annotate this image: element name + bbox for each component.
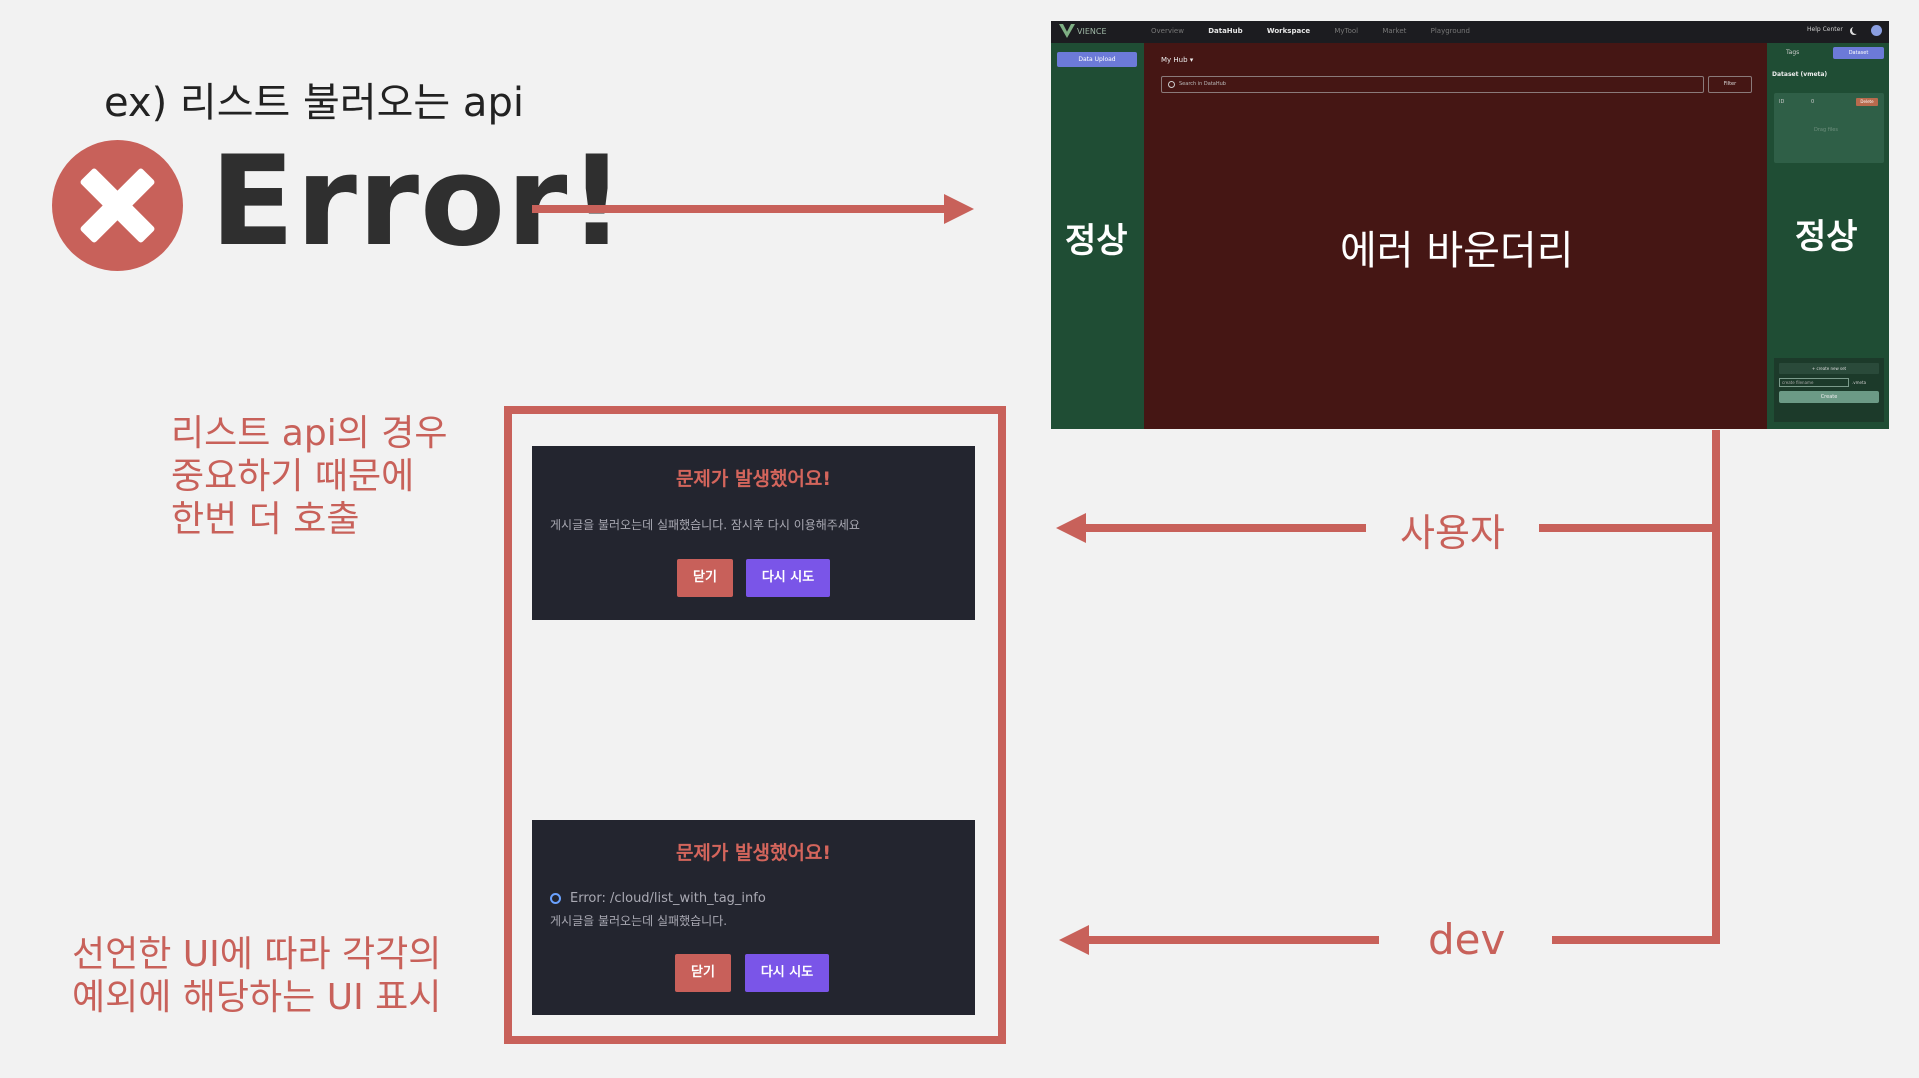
dev-label: dev [1428,915,1506,964]
retry-note: 리스트 api의 경우 중요하기 때문에 한번 더 호출 [171,412,448,541]
user-label: 사용자 [1400,511,1505,555]
app-topbar [1051,21,1889,43]
dataset-title: Dataset (vmeta) [1772,71,1828,78]
nav-item-market[interactable]: Market [1382,27,1407,35]
user-error-modal: 문제가 발생했어요! 게시글을 불러오는데 실패했습니다. 잠시후 다시 이용해… [532,446,975,620]
magnifier-icon [550,893,561,904]
flow-vertical-line [1712,430,1720,944]
avatar[interactable] [1871,25,1882,36]
moon-icon[interactable] [1852,26,1860,34]
error-boundary-pane [1144,43,1767,429]
app-logo-text: VIENCE [1077,27,1107,36]
nav-item-overview[interactable]: Overview [1151,27,1184,35]
dev-arrow-line [1088,936,1379,944]
right-status-label: 정상 [1795,217,1858,257]
drag-hint: Drag files [1814,127,1838,133]
arrow-left-icon [1059,925,1089,955]
create-new-set-button[interactable]: + create new set [1779,363,1879,374]
nav-item-datahub[interactable]: DataHub [1208,27,1243,35]
modal-title: 문제가 발생했어요! [675,468,832,490]
error-arrow-line [532,205,952,213]
close-button[interactable]: 닫기 [677,559,733,597]
search-icon [1168,81,1175,88]
tab-dataset[interactable]: Dataset [1833,47,1884,59]
retry-button[interactable]: 다시 시도 [745,954,829,992]
delete-button[interactable]: Delete [1856,98,1878,106]
my-hub-dropdown[interactable]: My Hub ▾ [1161,56,1194,64]
dataset-id: ID [1779,99,1785,105]
modal-message: 게시글을 불러오는데 실패했습니다. [550,914,728,928]
user-arrow-line [1085,524,1366,532]
nav-item-playground[interactable]: Playground [1430,27,1471,35]
retry-note-line: 리스트 api의 경우 [171,413,448,454]
tab-tags[interactable]: Tags [1786,49,1800,56]
ui-note-line: 선언한 UI에 따라 각각의 [72,934,442,975]
filename-input[interactable]: create filename [1779,378,1849,387]
retry-note-line: 한번 더 호출 [171,499,360,540]
arrow-left-icon [1056,513,1086,543]
modal-message: 게시글을 불러오는데 실패했습니다. 잠시후 다시 이용해주세요 [550,518,860,532]
app-nav: Overview DataHub Workspace MyTool Market… [1151,27,1492,35]
left-status-label: 정상 [1065,221,1128,261]
error-x-icon [52,140,183,271]
data-upload-button[interactable]: Data Upload [1057,52,1137,67]
retry-button[interactable]: 다시 시도 [746,559,830,597]
ui-note-line: 예외에 해당하는 UI 표시 [72,977,442,1018]
retry-note-line: 중요하기 때문에 [171,456,415,497]
create-button[interactable]: Create [1779,391,1879,403]
error-heading: Error! [210,130,626,274]
dataset-count: 0 [1811,99,1815,105]
nav-item-workspace[interactable]: Workspace [1266,27,1311,35]
app-screenshot: VIENCE Overview DataHub Workspace MyTool… [1051,21,1889,429]
flow-dev-branch [1552,936,1720,944]
vmeta-suffix: .vmeta [1852,380,1867,385]
error-path: Error: /cloud/list_with_tag_info [570,891,766,906]
ui-note: 선언한 UI에 따라 각각의 예외에 해당하는 UI 표시 [72,933,441,1019]
filter-button[interactable]: Filter [1708,76,1752,93]
help-center-link[interactable]: Help Center [1807,26,1843,33]
close-button[interactable]: 닫기 [675,954,731,992]
search-placeholder: Search in DataHub [1179,81,1226,87]
nav-item-mytool[interactable]: MyTool [1334,27,1359,35]
dev-error-modal: 문제가 발생했어요! Error: /cloud/list_with_tag_i… [532,820,975,1015]
arrow-right-icon [944,194,974,224]
example-title: ex) 리스트 불러오는 api [104,80,524,126]
error-boundary-label: 에러 바운더리 [1340,228,1574,274]
modal-title: 문제가 발생했어요! [675,842,832,864]
modal-frame [504,406,1006,1044]
search-input[interactable] [1161,76,1704,93]
flow-user-branch [1539,524,1720,532]
left-pane-normal [1051,43,1144,429]
